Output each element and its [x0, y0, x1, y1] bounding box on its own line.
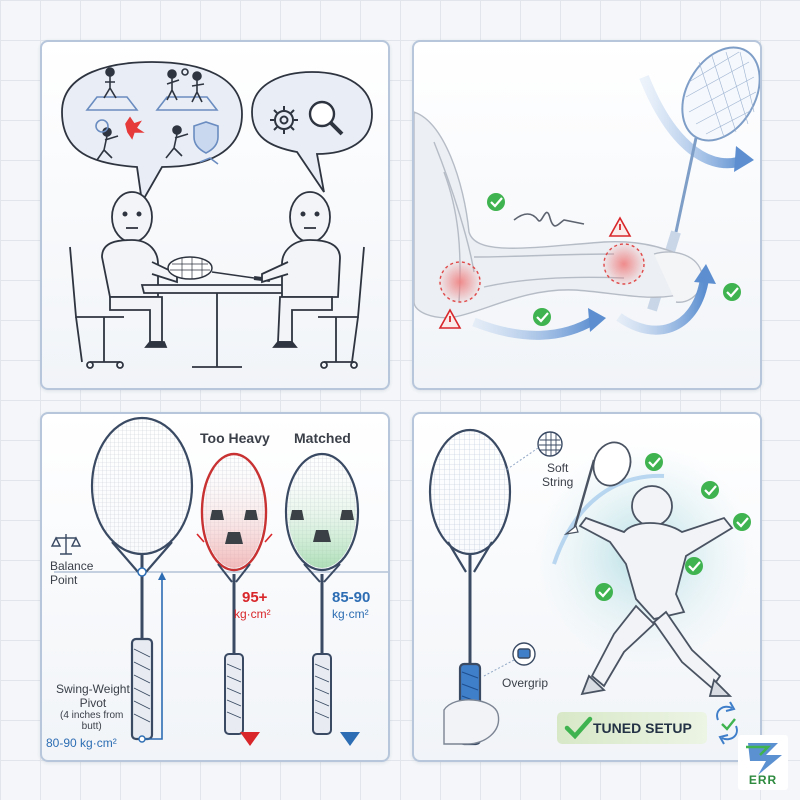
logo-mark-icon [746, 743, 782, 775]
stress-wave [513, 211, 585, 227]
check-icon [723, 283, 741, 301]
heavy-unit: kg·cm² [234, 607, 271, 621]
shuttlecock-icon [563, 524, 579, 535]
matched-unit: kg·cm² [332, 607, 369, 621]
check-icon [685, 557, 703, 575]
tuned-setup-illustration [428, 428, 754, 746]
court-walk-icon [85, 67, 139, 111]
chair-right [318, 246, 365, 369]
cycle-arrows-icon [716, 701, 738, 745]
player-figure [572, 441, 734, 697]
tuned-setup-badge: TUNED SETUP [557, 712, 707, 744]
racket-on-table-icon [167, 256, 271, 282]
soft-string-label: Soft String [542, 461, 574, 489]
tuned-setup-panel: Soft String Overgrip TUNED SETUP [412, 412, 762, 762]
gear-icon [270, 106, 298, 134]
consultation-illustration [61, 61, 373, 369]
weight-icon [290, 510, 354, 542]
pivot-value: 80-90 kg·cm² [46, 736, 117, 750]
matched-label: Matched [294, 430, 351, 446]
matched-value: 85-90 [332, 589, 371, 606]
balance-point-marker [137, 567, 147, 577]
injury-icon [95, 116, 145, 161]
check-icon [645, 453, 663, 471]
warning-icon [438, 308, 462, 329]
tuned-setup-label: TUNED SETUP [593, 720, 692, 736]
wrist-stress-spot [602, 242, 646, 286]
soft-string-icon [537, 431, 563, 457]
magnifier-icon [308, 100, 344, 136]
reference-racket-icon [90, 416, 194, 741]
check-icon [701, 481, 719, 499]
table [140, 284, 294, 368]
heavy-value: 95+ [242, 589, 268, 606]
chair-left [69, 246, 124, 369]
too-heavy-label: Too Heavy [200, 430, 270, 446]
check-icon [595, 583, 613, 601]
swing-weight-diagram [50, 416, 388, 746]
person-left [101, 191, 178, 348]
doubles-play-icon [155, 68, 219, 111]
tuned-racket-icon [428, 428, 512, 746]
matched-racket-icon [284, 452, 360, 735]
elbow-stress-spot [438, 260, 482, 304]
shield-play-icon [165, 121, 219, 165]
check-icon [487, 193, 505, 211]
arm-illustration [414, 46, 760, 340]
person-right [261, 191, 341, 348]
logo-text: ERR [748, 773, 778, 787]
flow-arrow-wrist [616, 280, 709, 335]
check-icon [533, 308, 551, 326]
brand-logo: ERR [738, 735, 788, 790]
hand-grip [443, 699, 500, 745]
balance-point-label: Balance Point [50, 559, 94, 587]
warning-icon [608, 216, 632, 237]
overgrip-label: Overgrip [502, 676, 549, 690]
check-icon [733, 513, 751, 531]
balance-scale-icon [50, 534, 82, 555]
arm-mechanics-panel [412, 40, 762, 390]
speech-bubble-right [251, 71, 373, 193]
pivot-title: Swing-Weight Pivot [56, 682, 130, 710]
flow-arrow-forearm [472, 316, 597, 340]
overgrip-icon [512, 642, 536, 666]
weight-icon [210, 510, 258, 544]
pivot-arrow [142, 574, 163, 740]
consultation-panel [40, 40, 390, 390]
too-heavy-racket-icon [196, 452, 273, 735]
pivot-note: (4 inches from butt) [60, 710, 124, 732]
check-mark-icon [564, 716, 593, 740]
swing-weight-panel: Too Heavy Matched Balance Point 95+ kg·c… [40, 412, 390, 762]
